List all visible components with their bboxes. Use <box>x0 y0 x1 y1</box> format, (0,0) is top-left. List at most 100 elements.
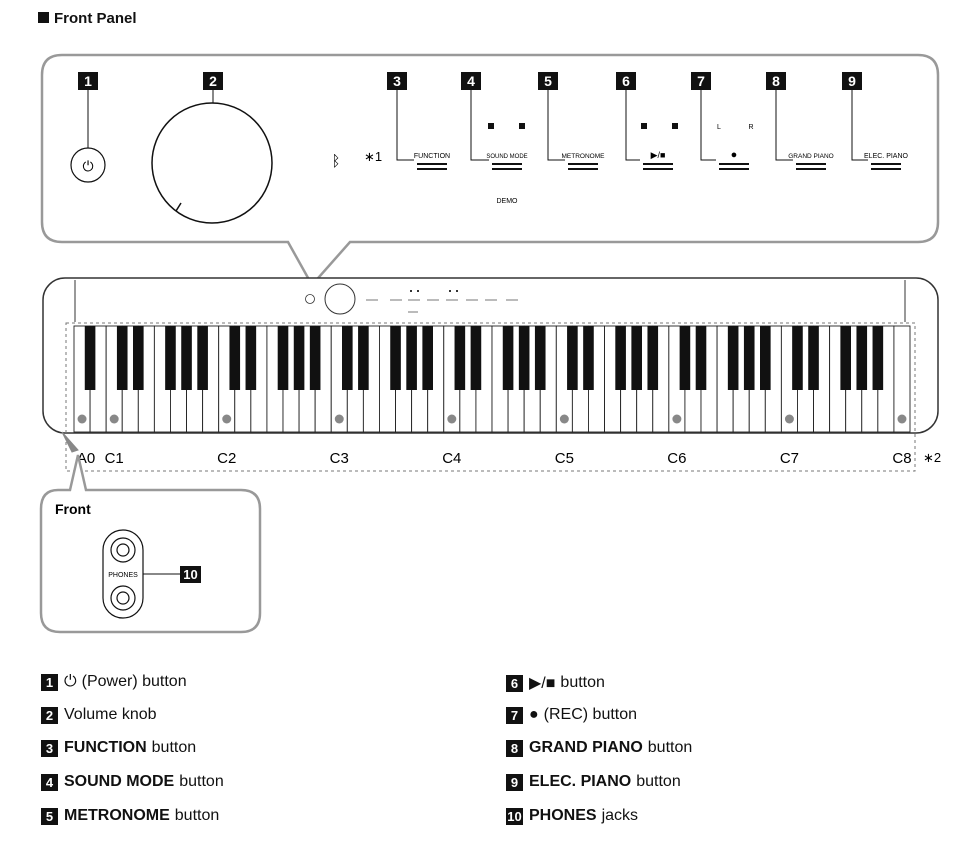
black-key <box>567 326 578 390</box>
black-key <box>856 326 868 390</box>
front-title: Front <box>55 501 91 517</box>
callout-6 <box>616 72 636 90</box>
legend-bold: SOUND MODE <box>64 773 175 790</box>
note-label: C1 <box>105 450 124 467</box>
black-key <box>181 326 192 390</box>
note-2-marker: ∗2 <box>923 450 941 465</box>
legend-bold: METRONOME <box>64 807 170 824</box>
sound-mode-led-left <box>488 123 494 129</box>
note-marker <box>334 414 344 424</box>
callout-6-text: 6 <box>622 73 630 89</box>
note-marker <box>77 414 87 424</box>
phones-label: PHONES <box>108 572 138 579</box>
black-key <box>133 326 144 390</box>
metronome-button-label: METRONOME <box>562 153 606 160</box>
legend-bold: GRAND PIANO <box>529 739 643 756</box>
note-marker <box>784 414 794 424</box>
grand-piano-button[interactable] <box>796 163 826 170</box>
power-button[interactable] <box>70 147 106 183</box>
white-key <box>893 325 911 433</box>
legend-number: 5 <box>41 807 58 825</box>
legend-number: 7 <box>506 706 523 724</box>
callout-10-text: 10 <box>183 567 197 582</box>
led-label-r: R <box>748 124 753 131</box>
note-label: C7 <box>780 450 799 467</box>
black-key <box>808 326 819 390</box>
black-key <box>502 326 514 390</box>
grand-piano-button-label: GRAND PIANO <box>788 153 834 160</box>
black-key <box>245 326 257 390</box>
note-label: C4 <box>442 450 461 467</box>
black-key <box>229 326 241 390</box>
volume-knob-indicator <box>175 202 182 212</box>
keyboard-dotted-frame <box>65 322 916 472</box>
black-key <box>293 326 305 390</box>
black-key <box>358 326 369 390</box>
callout-2 <box>203 72 223 90</box>
legend-number: 9 <box>506 773 523 791</box>
callout-5-text: 5 <box>544 73 552 89</box>
black-key <box>743 326 755 390</box>
power-symbol: ⏻ <box>82 158 93 174</box>
legend-bold: ELEC. PIANO <box>529 773 632 790</box>
note-marker <box>559 414 569 424</box>
black-key <box>470 326 482 390</box>
legend-number: 2 <box>41 706 58 724</box>
black-key <box>727 326 739 390</box>
legend-item: 1⏻(Power) button <box>41 673 187 691</box>
sound-mode-button[interactable] <box>492 163 522 170</box>
volume-knob[interactable] <box>151 102 273 224</box>
diagram-title-text: Front Panel <box>54 10 137 27</box>
note-label: C6 <box>667 450 686 467</box>
sound-mode-button-label: SOUND MODE <box>486 154 527 160</box>
callout-3 <box>387 72 407 90</box>
legend-bold: FUNCTION <box>64 739 147 756</box>
metronome-button[interactable] <box>568 163 598 170</box>
black-key <box>615 326 626 390</box>
callout-10 <box>180 566 201 583</box>
note-marker <box>672 414 682 424</box>
callout-2-text: 2 <box>209 73 217 89</box>
rec-button[interactable] <box>719 163 749 170</box>
black-key <box>197 326 208 390</box>
function-button[interactable] <box>417 163 447 170</box>
callout-1-text: 1 <box>84 73 92 89</box>
black-key <box>422 326 433 390</box>
note-marker <box>222 414 232 424</box>
sound-mode-led-right <box>519 123 525 129</box>
play-stop-button[interactable] <box>643 163 673 170</box>
callout-5 <box>538 72 558 90</box>
black-key <box>583 326 594 390</box>
callout-9-text: 9 <box>848 73 856 89</box>
note-label: A0 <box>77 450 95 467</box>
elec-piano-button-label: ELEC. PIANO <box>864 153 909 160</box>
black-key <box>760 326 771 390</box>
black-key <box>309 326 321 390</box>
legend-text: jacks <box>601 807 639 824</box>
black-key <box>631 326 642 390</box>
note-marker <box>447 414 457 424</box>
title-square-icon <box>38 12 49 23</box>
front-pointer <box>61 431 79 453</box>
legend-text: button <box>179 773 224 790</box>
legend-number: 4 <box>41 773 58 791</box>
black-key <box>872 326 884 390</box>
mini-led <box>417 290 419 292</box>
legend-symbol: ⏻ <box>64 673 77 690</box>
led-label-l: L <box>717 124 721 131</box>
note-label: C2 <box>217 450 236 467</box>
black-key <box>165 326 176 390</box>
callout-4 <box>461 72 481 90</box>
black-key <box>647 326 659 390</box>
note-1-marker: ∗1 <box>364 149 382 164</box>
legend-symbol: ▶/■ <box>529 675 556 692</box>
black-key <box>277 326 289 390</box>
note-marker <box>109 414 119 424</box>
legend-item: 7●(REC) button <box>506 706 637 724</box>
elec-piano-button[interactable] <box>871 163 901 170</box>
